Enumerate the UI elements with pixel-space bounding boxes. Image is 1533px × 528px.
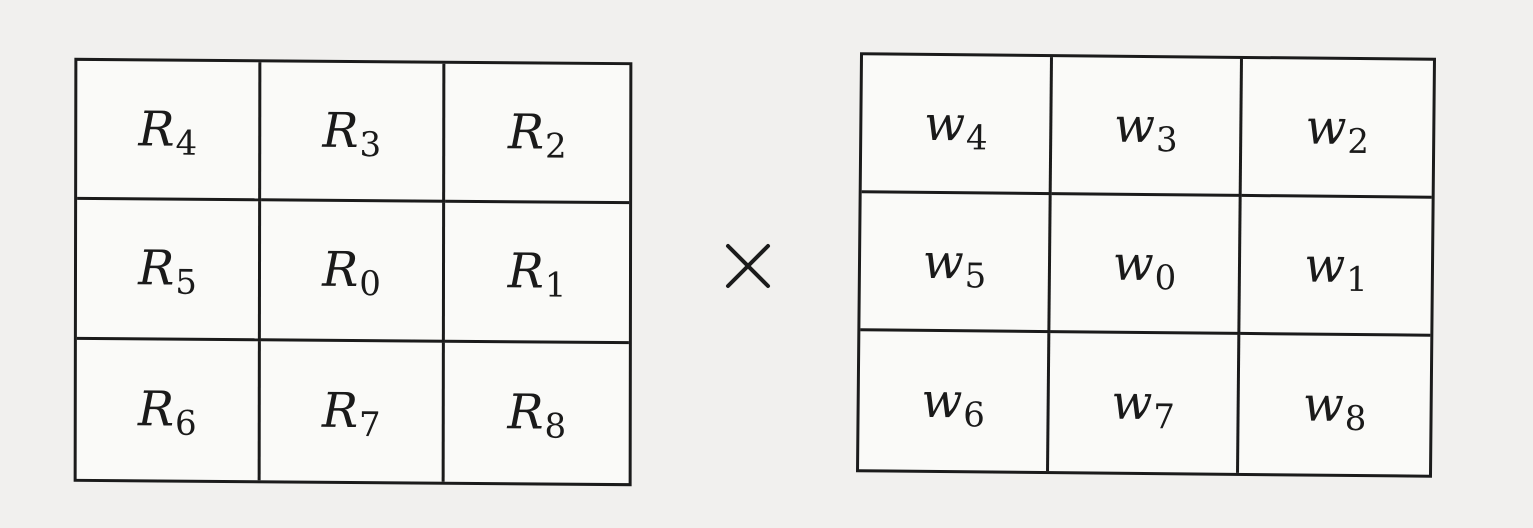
cell-subscript: 1 xyxy=(1345,259,1368,300)
cell-symbol: R xyxy=(138,240,175,298)
cell-symbol: R xyxy=(137,381,175,438)
cell-subscript: 2 xyxy=(544,126,567,167)
cell-symbol: R xyxy=(507,104,545,161)
cell-subscript: 7 xyxy=(358,405,381,446)
cell-subscript: 8 xyxy=(544,406,567,447)
cell-subscript: 3 xyxy=(359,125,382,166)
cell-symbol: w xyxy=(1111,374,1153,432)
cell-symbol: w xyxy=(923,95,966,152)
cell-symbol: w xyxy=(922,233,965,290)
multiplication-sign-icon xyxy=(726,244,770,288)
cell-subscript: 1 xyxy=(544,265,567,307)
cell-symbol: R xyxy=(321,383,359,440)
cell-subscript: 5 xyxy=(964,255,987,296)
cell-symbol: R xyxy=(322,242,359,299)
cell-subscript: 0 xyxy=(359,264,381,305)
cell-symbol: R xyxy=(507,384,544,441)
cell-subscript: 3 xyxy=(1155,119,1178,160)
cell-symbol: w xyxy=(1305,99,1347,156)
cell-subscript: 6 xyxy=(963,395,986,436)
cell-symbol: w xyxy=(1302,376,1345,433)
cell-subscript: 7 xyxy=(1153,397,1176,438)
cell-subscript: 0 xyxy=(1154,257,1177,298)
cell-symbol: R xyxy=(507,243,544,300)
cell-subscript: 5 xyxy=(175,263,197,304)
cell-subscript: 4 xyxy=(965,117,988,158)
cell-symbol: w xyxy=(921,372,963,430)
cell-symbol: w xyxy=(1112,235,1155,292)
cell-symbol: w xyxy=(1303,237,1346,294)
cell-subscript: 4 xyxy=(175,123,198,164)
cell-subscript: 8 xyxy=(1344,398,1367,440)
cell-subscript: 6 xyxy=(174,403,197,445)
cell-symbol: R xyxy=(322,102,359,160)
cell-subscript: 2 xyxy=(1347,121,1370,162)
cell-symbol: w xyxy=(1113,97,1156,154)
cell-symbol: R xyxy=(138,101,175,158)
